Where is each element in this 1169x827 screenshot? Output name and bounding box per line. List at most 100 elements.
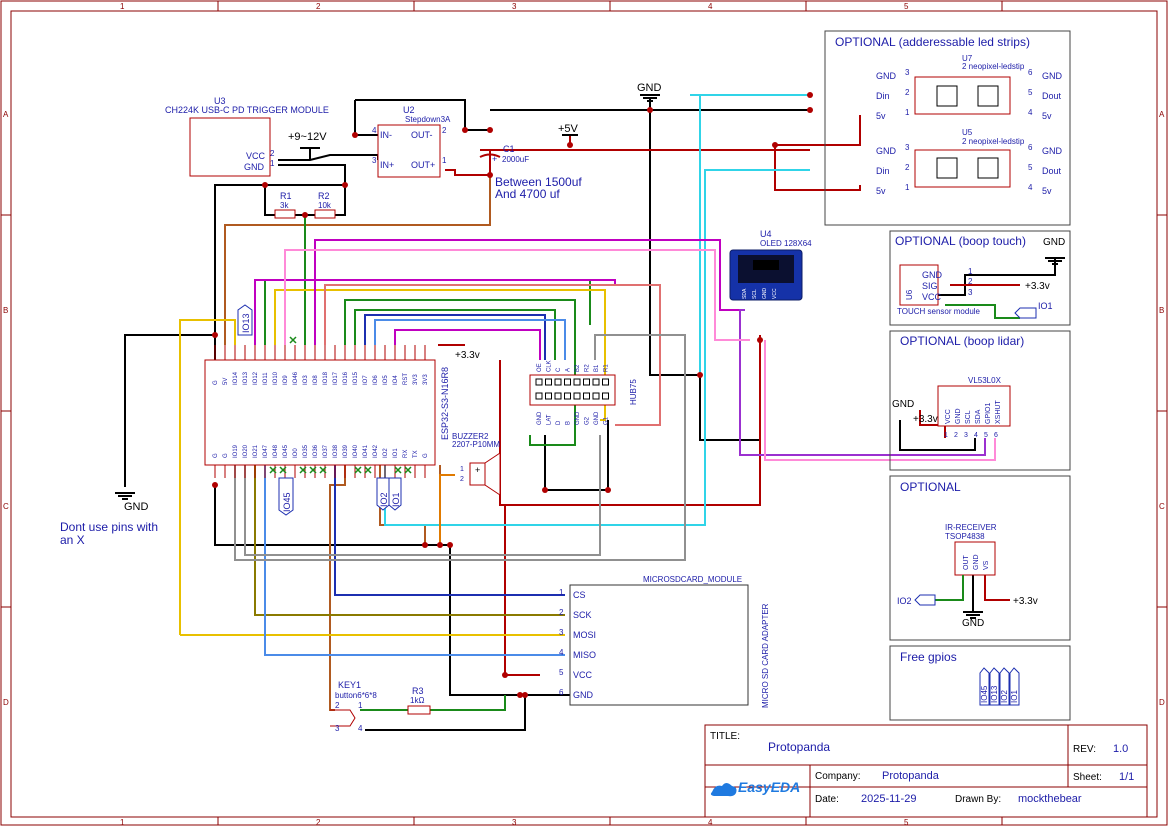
lidar-pin-label: XSHUT xyxy=(995,400,1002,424)
esp-pin-label: IO14 xyxy=(233,371,239,385)
grid-row-label: B xyxy=(3,306,8,315)
lidar-pin-number: 2 xyxy=(954,432,958,439)
svg-text:10k: 10k xyxy=(318,201,332,210)
hub75-pin-label: C xyxy=(556,367,562,372)
led-pin-number: 2 xyxy=(905,163,910,172)
lidar-pin-label: SDA xyxy=(975,409,982,424)
svg-text:GND: GND xyxy=(973,554,980,570)
sd-pin-number: 1 xyxy=(559,588,564,597)
esp-pin-label: RST xyxy=(403,373,409,385)
svg-text:1: 1 xyxy=(968,267,973,276)
esp-pin-label: IO1 xyxy=(393,448,399,458)
esp-pin-label: 3V3 xyxy=(423,374,429,385)
flag-io45: IO45 xyxy=(278,477,294,516)
hub75-pin-label: G1 xyxy=(604,416,610,425)
esp-pin-label: IO10 xyxy=(273,371,279,385)
esp-pin-label: IO7 xyxy=(363,375,369,385)
svg-text:Company:: Company: xyxy=(815,771,861,782)
sd-pin-number: 5 xyxy=(559,668,564,677)
svg-text:SIG: SIG xyxy=(922,281,938,291)
esp-pin-label: G xyxy=(213,380,219,385)
hub75-pin-label: R1 xyxy=(604,364,610,372)
svg-text:HUB75: HUB75 xyxy=(629,379,638,405)
sd-pin-label: CS xyxy=(573,590,586,600)
svg-text:+3.3v: +3.3v xyxy=(1025,281,1050,292)
grid-col-label: 3 xyxy=(512,2,517,11)
led-pin-number: 4 xyxy=(1028,108,1033,117)
esp-pin-label: G xyxy=(223,453,229,458)
gnd-top-label: GND xyxy=(637,82,662,94)
hub75-pin-label: B1 xyxy=(594,364,600,372)
esp-pin-label: IO45 xyxy=(283,444,289,458)
hub75-pin-hole xyxy=(535,378,543,386)
hub75-pin-hole xyxy=(545,392,552,400)
svg-text:2025-11-29: 2025-11-29 xyxy=(861,793,916,805)
free-gpio-label: IO2 xyxy=(1000,690,1009,703)
svg-text:button6*6*8: button6*6*8 xyxy=(335,691,377,700)
grid-row-label: C xyxy=(1159,502,1165,511)
svg-text:1kΩ: 1kΩ xyxy=(410,696,424,705)
esp-pin-label: IO2 xyxy=(383,448,389,458)
lidar-pin-number: 5 xyxy=(984,432,988,439)
hub75-pin-label: OE xyxy=(537,363,543,372)
led-pin-label: 5v xyxy=(876,186,886,196)
hub75-pin-label: GND xyxy=(575,411,581,425)
esp-pin-label: IO11 xyxy=(263,372,269,385)
hub75-pin-label: B2 xyxy=(575,364,581,372)
flag-io13: IO13 xyxy=(237,304,253,336)
drawing-border xyxy=(10,10,1158,818)
sheet-title: Protopanda xyxy=(768,740,830,754)
esp-pin-label: IO9 xyxy=(283,375,289,385)
esp-pin-label: IO21 xyxy=(253,444,259,458)
svg-text:IR-RECEIVER: IR-RECEIVER xyxy=(945,523,997,532)
svg-text:KEY1: KEY1 xyxy=(338,680,361,690)
led-pin-number: 4 xyxy=(1028,183,1033,192)
svg-text:+: + xyxy=(492,154,497,164)
svg-text:1.0: 1.0 xyxy=(1113,743,1128,755)
led-pin-number: 5 xyxy=(1028,163,1033,172)
grid-col-label: 4 xyxy=(708,818,713,827)
esp-pin-label: IO38 xyxy=(333,444,339,458)
grid-col-label: 4 xyxy=(708,2,713,11)
esp-pin-label: RX xyxy=(403,450,409,458)
svg-text:+: + xyxy=(475,465,480,475)
oled-display: U4 OLED 128X64 SDA SCL GND VCC xyxy=(729,229,812,301)
svg-text:Stepdown3A: Stepdown3A xyxy=(405,115,451,124)
esp-pin-label: IO12 xyxy=(253,371,259,385)
touch-section: OPTIONAL (boop touch) U6 GND SIG VCC 1 2… xyxy=(889,230,1071,326)
led-pin-label: GND xyxy=(1042,146,1063,156)
esp-pin-label: IO20 xyxy=(243,444,249,458)
svg-text:+3.3v: +3.3v xyxy=(913,414,938,425)
lidar-pin-label: GND xyxy=(955,408,962,424)
led-strips-section: OPTIONAL (adderessable led strips) U7 2 … xyxy=(824,30,1071,226)
esp-pin-label: IO36 xyxy=(313,444,319,458)
svg-text:GND: GND xyxy=(892,399,914,410)
lidar-pin-number: 6 xyxy=(994,432,998,439)
led-pin-label: 5v xyxy=(1042,186,1052,196)
svg-text:SDA: SDA xyxy=(742,288,748,299)
gnd-top-symbol xyxy=(640,94,660,102)
led-pin-label: 5v xyxy=(876,111,886,121)
svg-text:2000uF: 2000uF xyxy=(502,155,529,164)
svg-text:EasyEDA: EasyEDA xyxy=(738,779,800,795)
key1-button: KEY1 button6*6*8 2 1 3 4 xyxy=(330,680,377,733)
free-gpio-flag xyxy=(989,667,1000,706)
svg-text:IN-: IN- xyxy=(380,130,392,140)
v5-label: +5V xyxy=(558,123,579,135)
svg-text:MICRO SD CARD ADAPTER: MICRO SD CARD ADAPTER xyxy=(761,603,770,708)
resistor-r3: R3 1kΩ xyxy=(407,686,431,715)
svg-text:GND: GND xyxy=(762,288,768,300)
svg-text:Sheet:: Sheet: xyxy=(1073,772,1102,783)
led-pin-number: 6 xyxy=(1028,68,1033,77)
led-pin-label: GND xyxy=(876,146,897,156)
sd-pin-label: MISO xyxy=(573,650,596,660)
svg-text:2: 2 xyxy=(460,476,464,483)
cap-note-line1: Between 1500uf xyxy=(495,175,582,189)
svg-text:VCC: VCC xyxy=(772,288,778,299)
esp-pin-label: IO3 xyxy=(303,375,309,385)
esp-pin-label: 5V xyxy=(223,378,229,385)
gnd-left-symbol xyxy=(115,492,135,500)
svg-text:SCL: SCL xyxy=(752,289,758,299)
